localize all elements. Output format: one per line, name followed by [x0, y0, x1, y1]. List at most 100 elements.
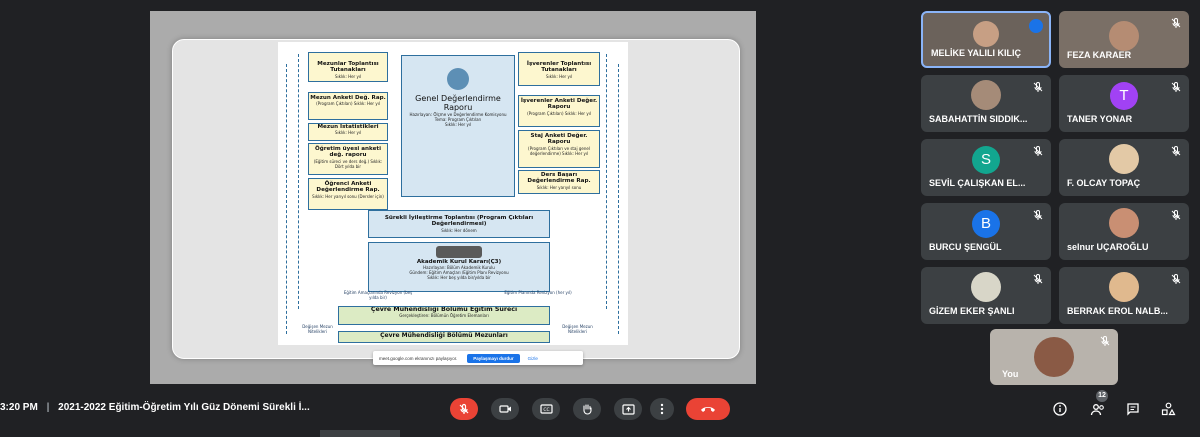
self-video — [1034, 337, 1074, 377]
mic-off-icon — [1171, 273, 1181, 284]
right-inner-loop — [606, 54, 607, 309]
participant-avatar — [971, 80, 1001, 110]
hang-up-icon — [701, 407, 715, 412]
mic-off-icon — [1171, 81, 1181, 92]
right-box-4: Ders Başarı Değerlendirme Rap. Sıklık: H… — [518, 170, 600, 194]
participant-tile-8[interactable]: selnur UÇAROĞLU — [1059, 203, 1189, 260]
academic-board-box: Akademik Kurul Kararı(Ç3) Hazırlayan: Bö… — [368, 242, 550, 292]
meeting-time: 3:20 PM — [0, 402, 38, 413]
participant-name: selnur UÇAROĞLU — [1067, 242, 1149, 252]
left-box-2: Mezun Anketi Değ. Rap. (Program Çıktılar… — [308, 92, 388, 120]
participant-avatar — [971, 272, 1001, 302]
left-inner-loop — [298, 54, 299, 309]
participant-tile-5[interactable]: S SEVİL ÇALIŞKAN EL... — [921, 139, 1051, 196]
right-box-1: İşverenler Toplantısı Tutanakları Sıklık… — [518, 52, 600, 86]
people-button[interactable]: 12 — [1087, 390, 1109, 420]
right-dashed-loop — [618, 64, 619, 334]
participant-tile-4[interactable]: T TANER YONAR — [1059, 75, 1189, 132]
present-button[interactable] — [614, 398, 642, 420]
activities-button[interactable] — [1157, 398, 1179, 420]
leave-call-button[interactable] — [686, 398, 730, 420]
share-banner-text: meet.google.com ekranınızı paylaşıyor. — [379, 355, 458, 361]
graduates-box: Çevre Mühendisliği Bölümü Mezunları — [338, 331, 550, 343]
separator: | — [46, 402, 50, 413]
participant-name: BURCU ŞENGÜL — [929, 242, 1002, 252]
left-box-5: Öğrenci Anketi Değerlendirme Rap. Sıklık… — [308, 178, 388, 210]
participant-avatar — [1109, 272, 1139, 302]
more-options-button[interactable] — [650, 398, 674, 420]
participant-name: SEVİL ÇALIŞKAN EL... — [929, 178, 1026, 188]
self-name: You — [1002, 369, 1019, 379]
center-l3: Sıklık: Her yıl — [444, 122, 472, 127]
improvement-meeting-box: Sürekli İyileştirme Toplantısı (Program … — [368, 210, 550, 238]
mic-toggle-button[interactable] — [450, 398, 478, 420]
participant-name: F. OLCAY TOPAÇ — [1067, 178, 1141, 188]
participant-name: TANER YONAR — [1067, 114, 1133, 124]
left-box-4: Öğretim üyesi anketi değ. raporu (Eğitim… — [308, 143, 388, 175]
center-title: Genel Değerlendirme Raporu — [415, 94, 501, 112]
participant-name: BERRAK EROL NALB... — [1067, 306, 1168, 316]
people-icon — [1090, 404, 1104, 416]
self-view-tile[interactable]: You — [990, 329, 1118, 385]
center-l1: Hazırlayan: Ölçme ve Değerlendirme Komis… — [409, 112, 507, 117]
camera-toggle-button[interactable] — [491, 398, 519, 420]
left-box-3: Mezun İstatistikleri Sıklık: Her yıl — [308, 123, 388, 141]
participant-name: GİZEM EKER ŞANLI — [929, 306, 1015, 316]
education-process-box: Çevre Mühendisliği Bölümü Eğitim Süreci … — [338, 306, 550, 325]
mic-off-icon — [1171, 209, 1181, 220]
mic-off-icon — [1171, 145, 1181, 156]
participant-tile-10[interactable]: BERRAK EROL NALB... — [1059, 267, 1189, 324]
meeting-details-button[interactable] — [1049, 398, 1071, 420]
participant-name: MELİKE YALILI KILIÇ — [931, 48, 1022, 58]
hide-banner-button[interactable]: Gizle — [527, 355, 538, 361]
captions-button[interactable]: CC — [532, 398, 560, 420]
hand-icon — [583, 404, 592, 415]
mic-off-icon — [1033, 209, 1043, 220]
slide: Genel Değerlendirme Raporu Hazırlayan: Ö… — [172, 39, 740, 365]
participant-tile-9[interactable]: GİZEM EKER ŞANLI — [921, 267, 1051, 324]
mic-off-icon — [1033, 81, 1043, 92]
chat-button[interactable] — [1122, 398, 1144, 420]
mic-off-icon — [459, 403, 469, 414]
scrollbar-thumb[interactable] — [320, 430, 400, 437]
people-icon — [436, 246, 482, 258]
participant-video — [973, 21, 999, 47]
svg-text:CC: CC — [543, 407, 549, 413]
speaking-indicator-icon — [1029, 19, 1043, 33]
stop-sharing-button[interactable]: Paylaşmayı durdur — [467, 353, 520, 363]
participant-avatar: S — [972, 146, 1000, 174]
mic-off-icon — [1171, 17, 1181, 28]
participant-tile-1[interactable]: MELİKE YALILI KILIÇ — [921, 11, 1051, 68]
participant-tile-7[interactable]: B BURCU ŞENGÜL — [921, 203, 1051, 260]
mic-off-icon — [1033, 273, 1043, 284]
right-change-label: Değişen Mezun Nitelikleri — [562, 324, 593, 334]
activities-icon — [1161, 402, 1176, 416]
raise-hand-button[interactable] — [573, 398, 601, 420]
right-revision-label: Eğitim Planında Revizyon (her yıl) — [504, 290, 572, 295]
right-box-2: İşverenler Anketi Değer. Raporu (Program… — [518, 95, 600, 127]
chat-icon — [1127, 403, 1139, 416]
control-bar: 3:20 PM | 2021-2022 Eğitim-Öğretim Yılı … — [0, 388, 1200, 428]
participant-avatar: T — [1110, 82, 1138, 110]
presentation-stage: Genel Değerlendirme Raporu Hazırlayan: Ö… — [150, 11, 756, 384]
left-box-1: Mezunlar Toplantısı Tutanakları Sıklık: … — [308, 52, 388, 82]
participant-tile-2[interactable]: FEZA KARAER — [1059, 11, 1189, 68]
participant-tile-6[interactable]: F. OLCAY TOPAÇ — [1059, 139, 1189, 196]
present-icon — [621, 403, 635, 415]
participant-avatar — [1109, 208, 1139, 238]
participant-tile-3[interactable]: SABAHATTİN SIDDIK... — [921, 75, 1051, 132]
center-l2: Tema: Program Çıktıları — [434, 117, 482, 122]
left-dashed-loop — [286, 64, 287, 334]
participant-name: SABAHATTİN SIDDIK... — [929, 114, 1028, 124]
report-icon — [447, 68, 469, 90]
captions-icon: CC — [539, 404, 553, 414]
meeting-info: 3:20 PM | 2021-2022 Eğitim-Öğretim Yılı … — [0, 402, 310, 413]
participant-video — [1109, 21, 1139, 51]
mic-off-icon — [1033, 145, 1043, 156]
participant-count-badge: 12 — [1096, 390, 1108, 402]
mic-off-icon — [1100, 335, 1110, 346]
meeting-title: 2021-2022 Eğitim-Öğretim Yılı Güz Dönemi… — [58, 402, 310, 413]
participant-avatar — [1109, 144, 1139, 174]
screen-share-banner: meet.google.com ekranınızı paylaşıyor. P… — [373, 351, 583, 365]
right-box-3: Staj Anketi Değer. Raporu (Program Çıktı… — [518, 130, 600, 168]
